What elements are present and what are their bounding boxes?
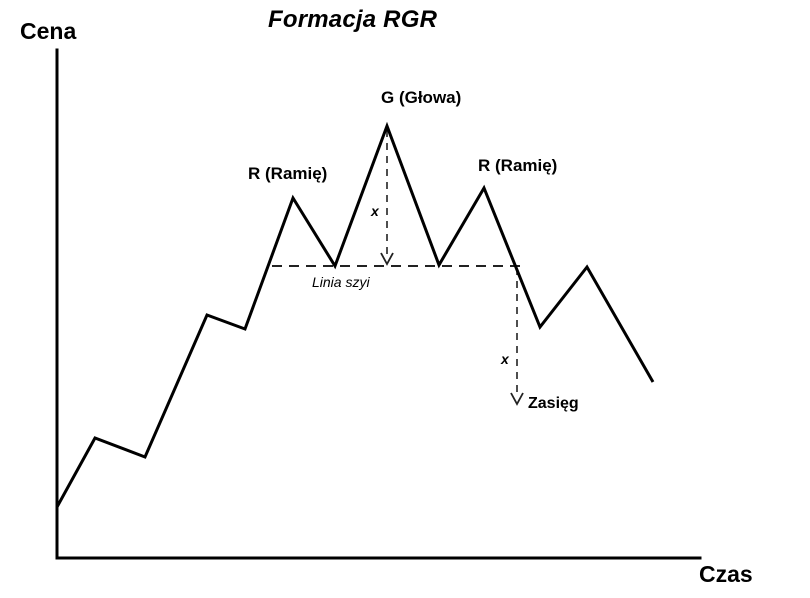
x-axis-label: Czas	[699, 561, 753, 587]
neckline-label: Linia szyi	[312, 274, 370, 290]
head-height-label: x	[371, 203, 379, 219]
measure-arrows	[380, 130, 524, 406]
y-axis-label: Cena	[20, 18, 77, 44]
target-label: Zasięg	[528, 395, 579, 412]
right-shoulder-label: R (Ramię)	[478, 156, 558, 175]
axes	[55, 48, 702, 560]
head-label: G (Głowa)	[381, 88, 462, 107]
left-shoulder-label: R (Ramię)	[248, 164, 328, 183]
head-to-neckline-arrowhead-icon	[380, 252, 394, 266]
price-line	[55, 121, 655, 508]
price-series	[55, 121, 655, 508]
target-height-label: x	[501, 351, 509, 367]
chart-title: Formacja RGR	[268, 6, 438, 33]
neckline-to-target-arrowhead-icon	[510, 392, 524, 406]
